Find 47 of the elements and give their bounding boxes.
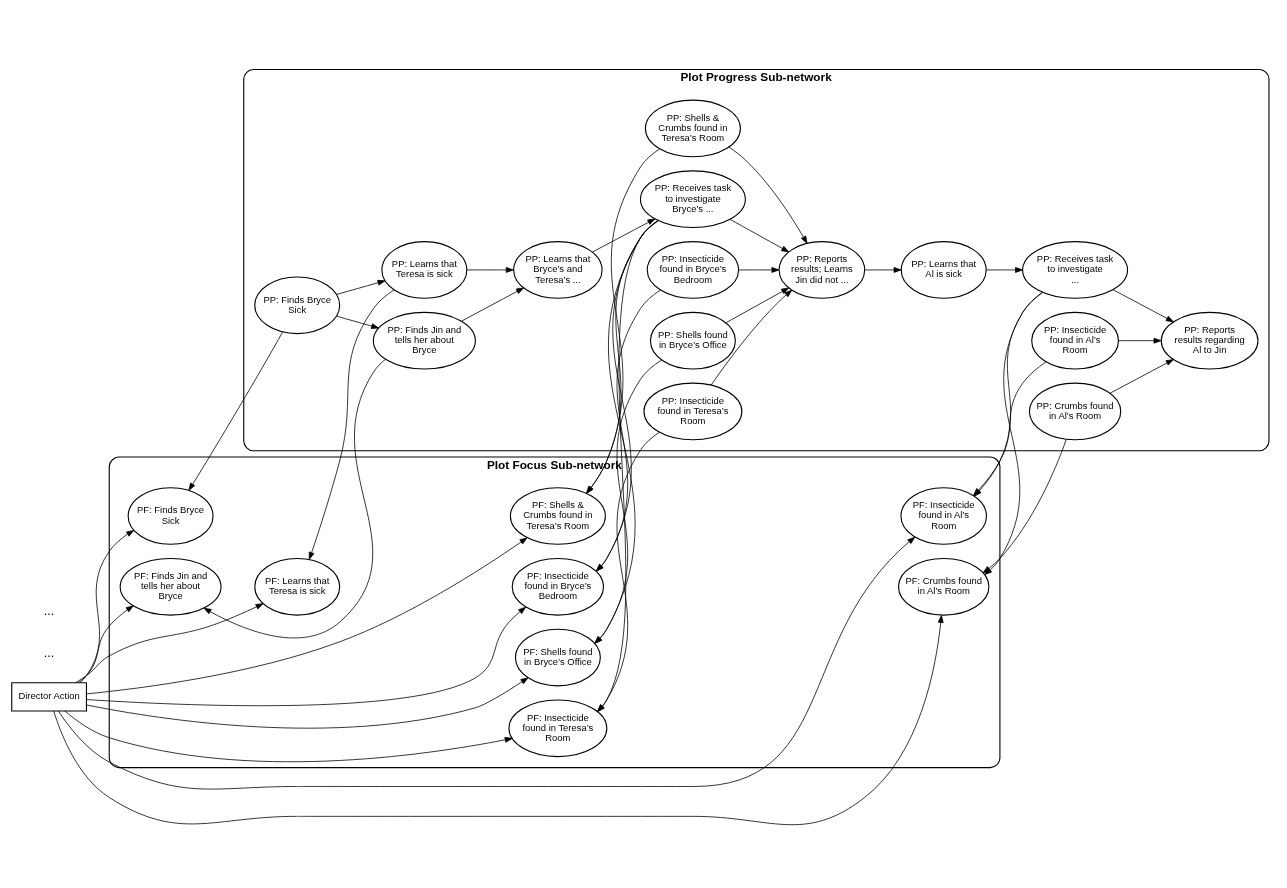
arrow (596, 220, 659, 572)
arrow (64, 710, 513, 763)
arrow (597, 431, 660, 712)
arrow (75, 603, 264, 683)
arrow (188, 331, 284, 491)
node-box: Director Action (11, 682, 87, 712)
arrow (461, 287, 524, 322)
node-ellipse: PP: Insecticide found in Al’s Room (1031, 311, 1119, 370)
arrow (586, 148, 661, 494)
arrow (864, 267, 902, 273)
arrow (985, 267, 1023, 273)
arrow (1109, 359, 1174, 394)
arrow (1118, 337, 1162, 344)
node-ellipse: PP: Reports results regarding Al to Jin (1160, 311, 1259, 370)
arrow (336, 279, 386, 295)
arrow (78, 605, 134, 683)
arrow (591, 218, 656, 253)
node-ellipse: PP: Finds Bryce Sick (254, 276, 341, 335)
arrow (597, 220, 659, 712)
arrow (710, 289, 793, 386)
arrow (79, 530, 135, 683)
node-ellipse: PP: Shells & Crumbs found in Teresa’s Room (644, 99, 741, 158)
arrow (728, 146, 808, 244)
arrow (86, 537, 528, 695)
arrow (203, 358, 386, 639)
arrow (738, 267, 780, 273)
arrow (86, 677, 529, 729)
arrow (595, 289, 661, 572)
label: ... (43, 603, 55, 618)
arrow (466, 267, 514, 273)
node-ellipse: PP: Learns that Al is sick (900, 241, 987, 299)
arrow (53, 615, 944, 825)
node-ellipse: PP: Learns that Teresa is sick (381, 241, 468, 299)
arrow (336, 315, 380, 329)
arrow (586, 220, 659, 494)
label: ... (43, 646, 55, 661)
node-ellipse: PP: Crumbs found in Al’s Room (1028, 382, 1122, 441)
arrow (1112, 289, 1174, 323)
arrow (729, 218, 790, 253)
node-ellipse: PP: Insecticide found in Bryce’s Bedroom (646, 241, 740, 299)
node-ellipse: PP: Receives task to investigate ... (1022, 241, 1129, 299)
arrow (57, 536, 916, 790)
node-ellipse: PP: Insecticide found in Teresa’s Room (643, 382, 743, 441)
node-ellipse: PP: Shells found in Bryce’s Office (649, 311, 736, 370)
arrow (308, 289, 395, 560)
arrow (725, 287, 790, 324)
arrow (86, 606, 526, 707)
